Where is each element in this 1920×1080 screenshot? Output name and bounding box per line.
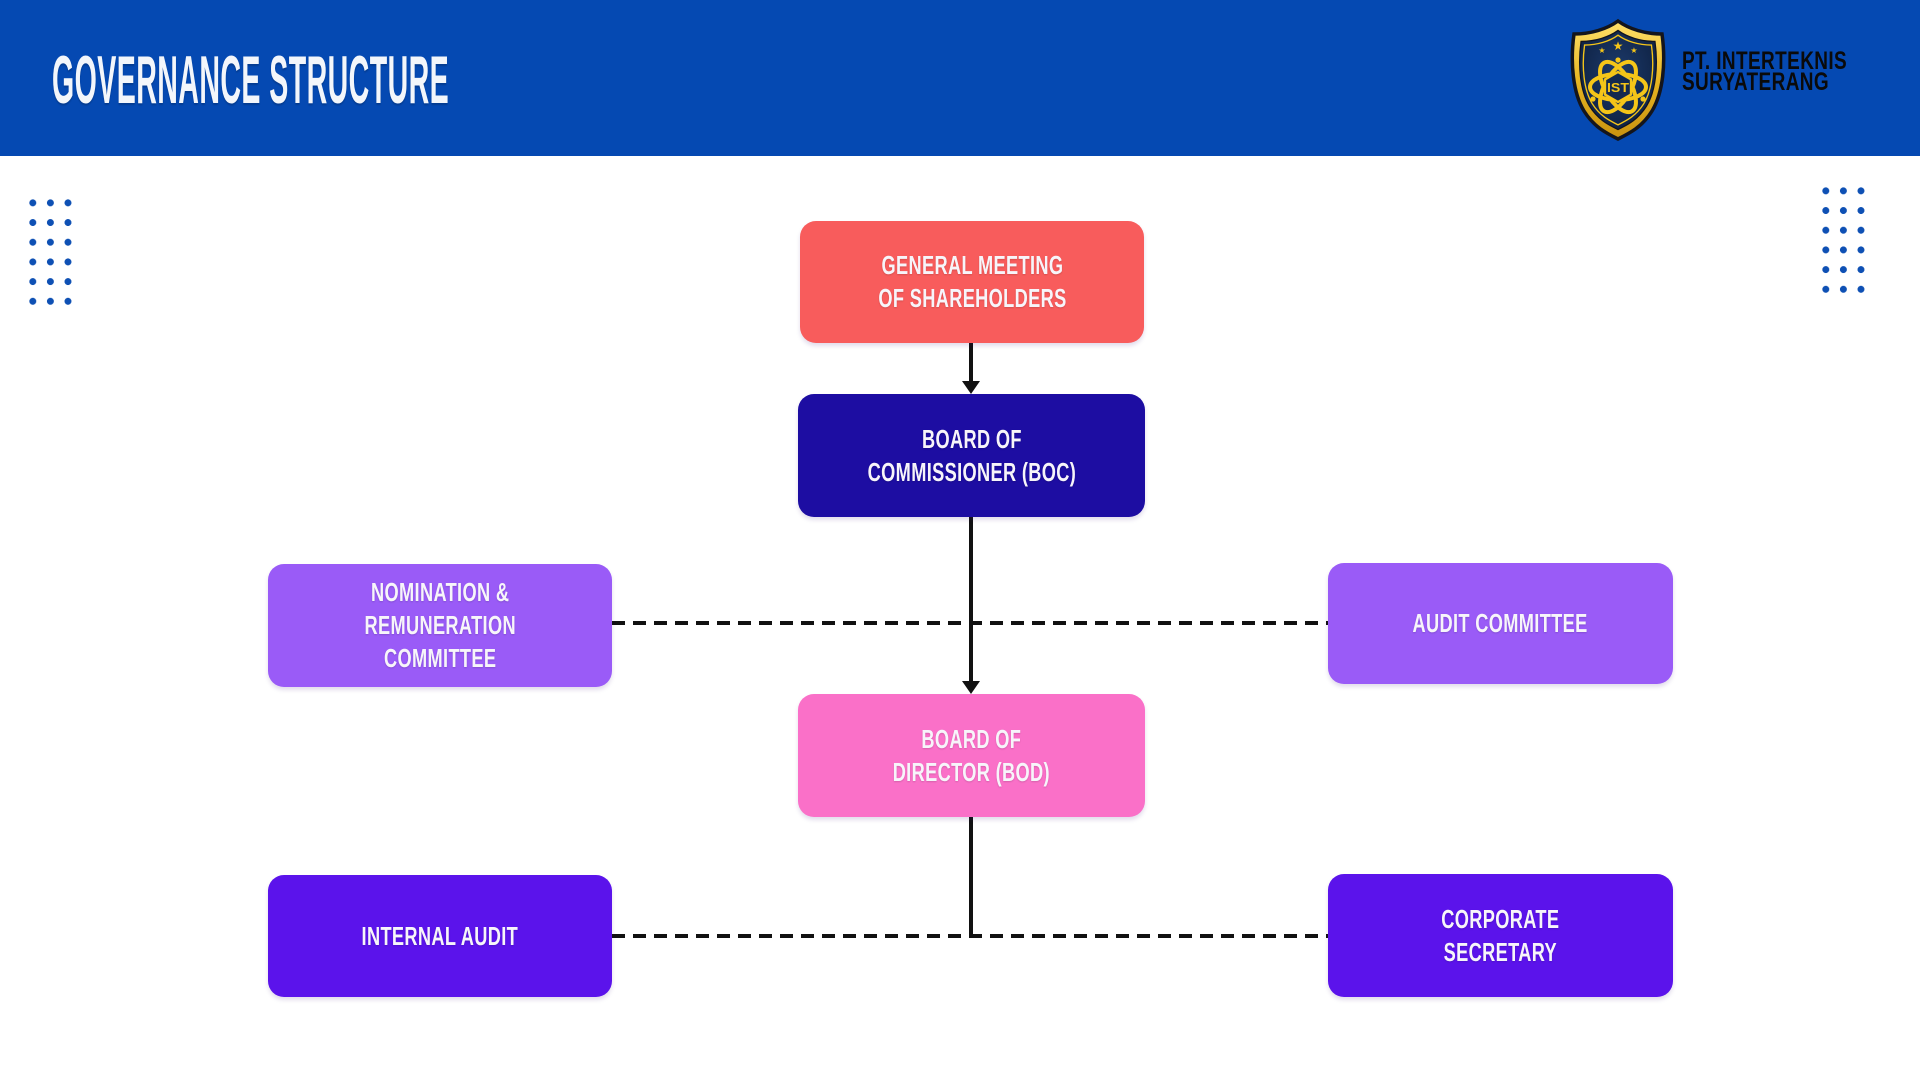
node-label: INTERNAL AUDIT [361, 920, 519, 951]
star-icon: ★ [1630, 46, 1637, 55]
arrowhead-down-icon [961, 381, 980, 394]
dashed-connector-committees [612, 621, 1328, 625]
node-audit-committee: AUDIT COMMITTEE [1328, 563, 1673, 684]
company-name-line2: SURYATERANG [1682, 68, 1830, 96]
company-name: PT. INTERTEKNIS SURYATERANG [1682, 47, 1848, 96]
dot-grid-decoration-right [1817, 181, 1870, 299]
connector-bod-to-bottom-row [969, 817, 973, 936]
node-label: BOARD OF DIRECTOR (BOD) [892, 723, 1051, 787]
node-nomination-remuneration-committee: NOMINATION & REMUNERATION COMMITTEE [268, 564, 612, 687]
company-name-line1: PT. INTERTEKNIS [1682, 47, 1848, 75]
node-label: CORPORATE SECRETARY [1441, 903, 1560, 967]
company-logo: ★ ★ ★ IST PT. INTERTEKNIS SURYATERA [1566, 18, 1899, 142]
connector-boc-to-bod [969, 517, 973, 687]
connector-gms-to-boc [969, 342, 973, 386]
arrowhead-down-icon [961, 681, 980, 694]
header-bar: GOVERNANCE STRUCTURE [0, 0, 1920, 156]
node-internal-audit: INTERNAL AUDIT [268, 875, 612, 997]
page-title: GOVERNANCE STRUCTURE [52, 42, 450, 118]
shield-logo-icon: ★ ★ ★ IST [1570, 18, 1666, 141]
node-board-of-commissioner: BOARD OF COMMISSIONER (BOC) [798, 394, 1145, 517]
node-label: NOMINATION & REMUNERATION COMMITTEE [364, 577, 516, 673]
node-board-of-director: BOARD OF DIRECTOR (BOD) [798, 694, 1145, 817]
dot-grid-decoration-left [24, 193, 77, 311]
logo-monogram: IST [1607, 80, 1629, 95]
star-icon: ★ [1613, 39, 1624, 53]
star-icon: ★ [1598, 46, 1605, 55]
node-label: GENERAL MEETING OF SHAREHOLDERS [877, 250, 1067, 313]
node-label: BOARD OF COMMISSIONER (BOC) [867, 423, 1076, 487]
node-general-meeting-of-shareholders: GENERAL MEETING OF SHAREHOLDERS [800, 221, 1144, 343]
node-corporate-secretary: CORPORATE SECRETARY [1328, 874, 1673, 997]
node-label: AUDIT COMMITTEE [1412, 608, 1589, 638]
dashed-connector-audit-secretary [612, 934, 1328, 938]
